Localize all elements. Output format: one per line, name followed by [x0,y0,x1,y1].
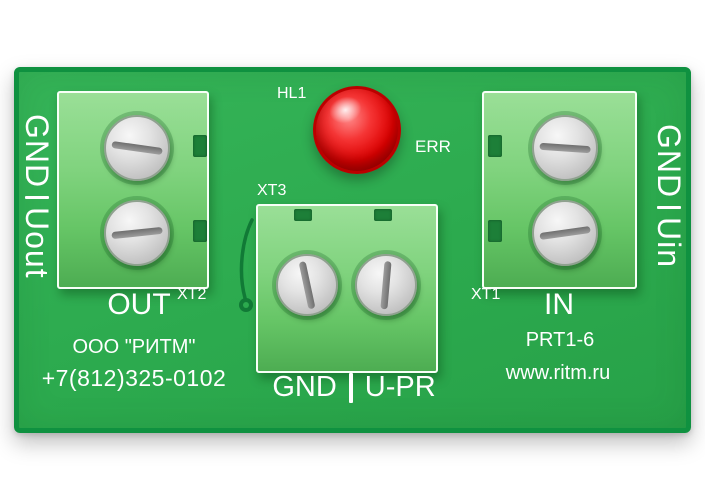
gnd-pin-label: GND [19,113,55,188]
pcb-board: HL1 ERR XT2 OUT GND Uout [14,67,691,433]
screw-slot [380,261,392,309]
led-ref-label: HL1 [277,85,307,102]
in-label: IN [544,288,574,321]
block-notch [193,220,207,242]
led-highlight [325,92,366,128]
ref-designator-xt3: XT3 [257,182,287,199]
upr-pin-labels: GND U-PR [244,370,464,406]
screw-icon [104,115,170,181]
company-name: ООО "РИТМ" [72,336,196,358]
screw-slot [539,142,591,154]
company-website: www.ritm.ru [505,362,611,384]
screw-icon [276,254,338,316]
terminal-block-upr [256,204,438,373]
error-led-hl1 [313,86,401,174]
screw-icon [355,254,417,316]
ref-designator-xt1: XT1 [471,286,501,303]
terminal-block-in [482,91,637,289]
screw-slot [111,226,163,240]
screw-icon [532,115,598,181]
company-phone: +7(812)325-0102 [41,365,227,391]
block-notch [294,209,312,221]
board-model: PRT1-6 [525,329,595,351]
gnd-pin-label: GND [272,371,337,404]
gnd-pin-label: GND [651,123,687,199]
out-label: OUT [107,288,171,321]
in-pin-labels: GND Uin [651,98,687,294]
pin-divider [657,206,681,210]
uout-pin-label: Uout [19,206,55,279]
screw-slot [298,261,316,309]
out-pin-labels: GND Uout [19,98,55,294]
block-notch [488,220,502,242]
screw-icon [532,200,598,266]
terminal-block-out [57,91,209,289]
upr-pin-label: U-PR [364,371,436,404]
block-notch [193,135,207,157]
ref-designator-xt2: XT2 [177,286,207,303]
block-notch [374,209,392,221]
led-err-label: ERR [415,137,451,156]
pin-divider [348,373,353,403]
screw-icon [104,200,170,266]
screw-slot [111,140,163,156]
uin-pin-label: Uin [651,217,687,269]
screw-slot [539,225,591,241]
block-notch [488,135,502,157]
pin-divider [25,195,49,199]
